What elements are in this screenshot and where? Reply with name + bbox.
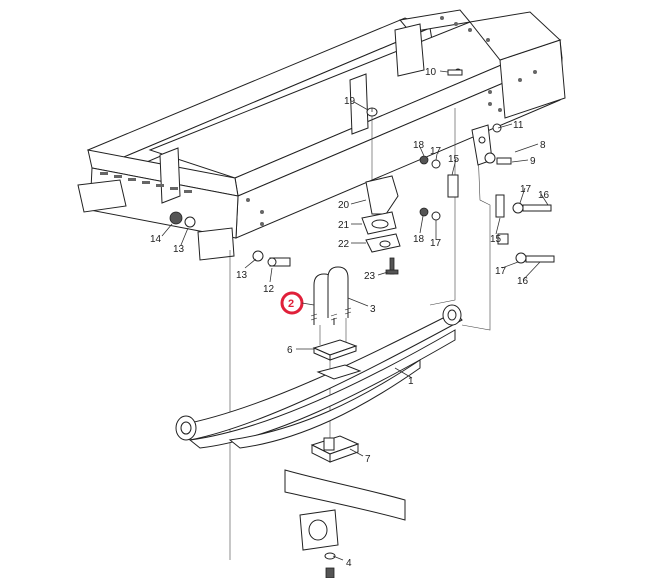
callout-17-b: 17 [430,238,442,249]
callout-9: 9 [530,156,536,167]
callout-22: 22 [338,239,350,250]
callout-12: 12 [263,284,275,295]
callout-13-upper: 13 [173,244,185,255]
callout-16-upper: 16 [538,190,550,201]
callout-20: 20 [338,200,350,211]
callout-16-lower: 16 [517,276,529,287]
callout-18-lower: 18 [413,234,425,245]
axle-housing [284,469,406,578]
callout-10: 10 [425,67,437,78]
highlighted-callout-2[interactable]: 2 [280,291,315,315]
callout-19: 19 [344,96,356,107]
callout-6: 6 [287,345,293,356]
leaf-spring [175,304,463,449]
shackle-parts [419,124,555,264]
callout-14: 14 [150,234,162,245]
callout-4: 4 [346,558,352,569]
front-bracket-parts [169,68,502,267]
callout-labels: 1 3 4 6 7 8 9 10 11 12 13 13 14 15 15 16… [150,67,550,569]
callout-11: 11 [513,120,524,131]
callout-17-d: 17 [495,266,507,277]
callout-15-upper: 15 [448,154,460,165]
callout-1: 1 [408,376,414,387]
callout-17-c: 17 [520,184,532,195]
callout-3: 3 [370,304,376,315]
callout-23: 23 [364,271,376,282]
callout-7: 7 [365,454,371,465]
callout-2: 2 [288,298,294,310]
callout-21: 21 [338,220,350,231]
hanger-parts [361,107,401,275]
chassis-frame [77,9,566,261]
callout-13-lower: 13 [236,270,248,281]
callout-8: 8 [540,140,546,151]
leader-lines [161,70,549,561]
callout-15-lower: 15 [490,234,502,245]
spring-plates [310,339,362,463]
u-bolts [310,266,352,325]
callout-17-a: 17 [430,146,442,157]
callout-18-upper: 18 [413,140,425,151]
